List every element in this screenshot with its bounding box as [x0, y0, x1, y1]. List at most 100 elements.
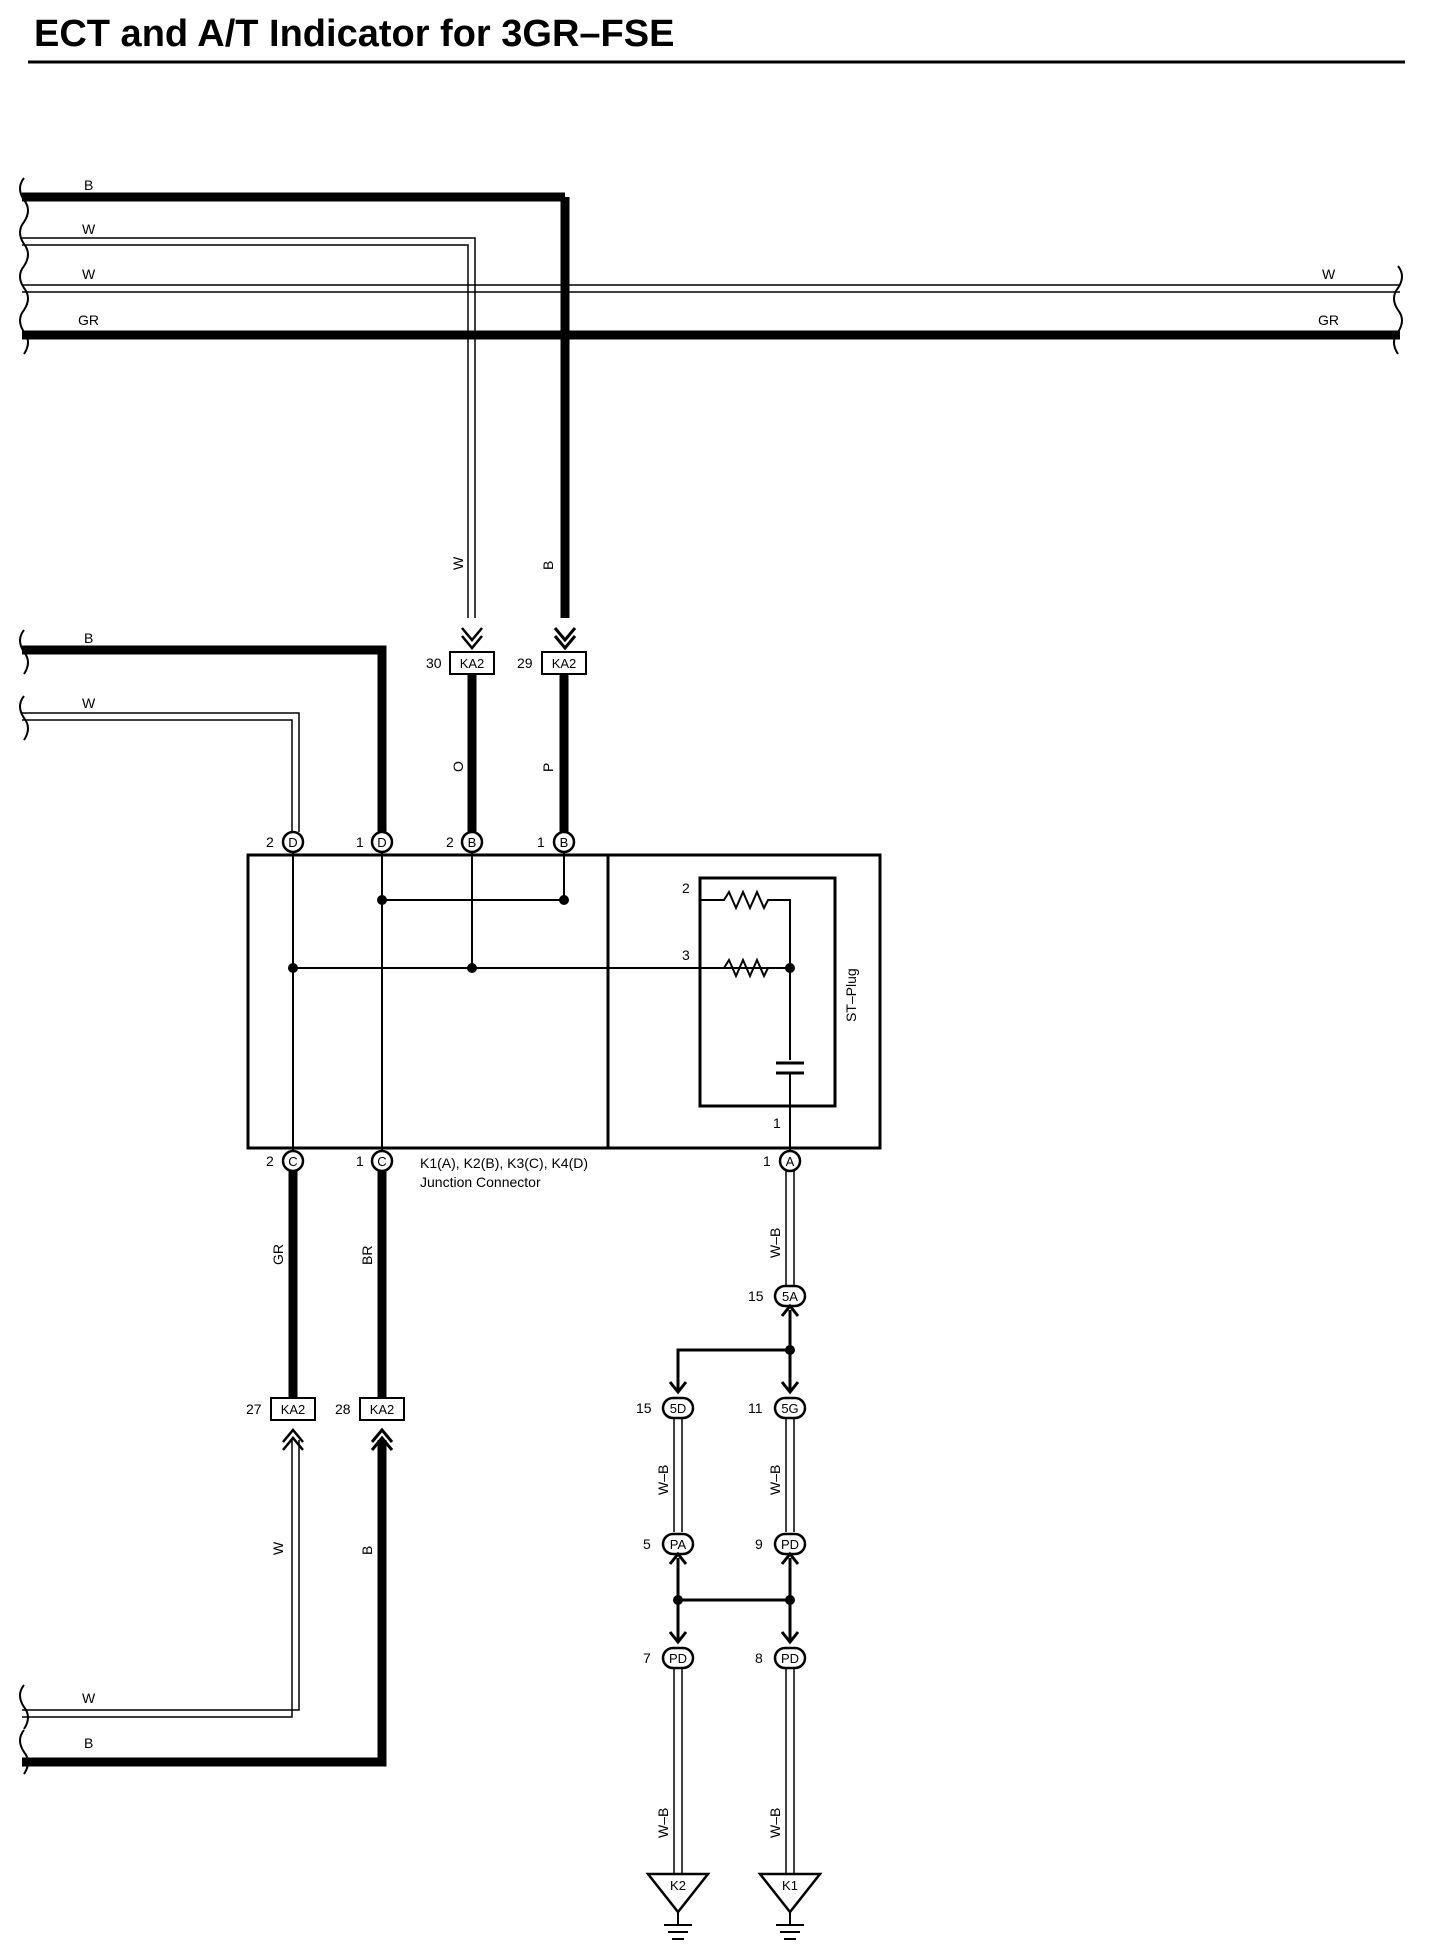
wire-wb-right: [785, 1418, 795, 1532]
arrow-up-icon: [370, 1427, 394, 1451]
connector-5g: 5G: [773, 1396, 807, 1420]
capacitor-icon: [776, 1061, 804, 1075]
svg-text:PD: PD: [781, 1651, 799, 1666]
junction-dot: [785, 963, 795, 973]
junction-dot: [288, 963, 298, 973]
wire-label-vert-b: B: [540, 561, 556, 570]
pin-num-2: 2: [682, 880, 690, 896]
wire-label-wb: W–B: [767, 1808, 783, 1838]
svg-text:K1: K1: [782, 1878, 798, 1893]
pin-c-2: C: [281, 1149, 305, 1173]
arrow-up-icon: [780, 1551, 800, 1565]
svg-text:B: B: [560, 835, 569, 850]
junction-dot: [785, 1345, 795, 1355]
pin-b-1: B: [552, 830, 576, 854]
pin-27: 27: [246, 1401, 262, 1417]
wire-wb-left: [673, 1418, 683, 1532]
connector-pd-9: PD: [773, 1532, 807, 1556]
arrow-down-icon: [668, 1631, 688, 1645]
svg-text:C: C: [288, 1154, 297, 1169]
junction-dot: [785, 1595, 795, 1605]
svg-text:PD: PD: [669, 1651, 687, 1666]
pin-c-1: C: [370, 1149, 394, 1173]
svg-text:5G: 5G: [781, 1401, 798, 1416]
wire-label-right-w: W: [1322, 266, 1336, 282]
connector-pd-8: PD: [773, 1646, 807, 1670]
wire-label-right-gr: GR: [1318, 312, 1339, 328]
svg-text:5A: 5A: [782, 1289, 798, 1304]
arrow-down-icon: [780, 1631, 800, 1645]
pin-11: 11: [748, 1400, 763, 1416]
arrow-up-icon: [668, 1551, 688, 1565]
pin-d-2: D: [281, 830, 305, 854]
arrow-up-icon: [780, 1303, 800, 1317]
wire-mid-w: [22, 712, 300, 832]
pin-num-1: 1: [763, 1153, 771, 1169]
arrow-up-icon: [282, 1428, 304, 1451]
svg-text:D: D: [377, 835, 386, 850]
junction-dot: [673, 1595, 683, 1605]
svg-text:C: C: [377, 1154, 386, 1169]
pin-a-1: A: [778, 1149, 802, 1173]
connector-pd-7: PD: [661, 1646, 695, 1670]
pin-num-2: 2: [266, 1153, 274, 1169]
pin-29: 29: [517, 655, 533, 671]
page-title: ECT and A/T Indicator for 3GR–FSE: [34, 13, 674, 55]
connector-5a: 5A: [773, 1284, 807, 1308]
pin-num-1: 1: [356, 834, 364, 850]
wire-label-vert-w: W: [450, 556, 466, 570]
ka2-29-label: KA2: [552, 656, 577, 671]
st-plug-box: [698, 876, 837, 1108]
pin-15: 15: [748, 1288, 764, 1304]
pin-d-1: D: [370, 830, 394, 854]
arrow-down-icon: [461, 627, 483, 650]
wire-label-top-w1: W: [82, 221, 96, 237]
wire-label-lower-w: W: [270, 1541, 286, 1555]
pin-num-2: 2: [446, 834, 454, 850]
wire-mid-b: [22, 645, 387, 832]
pin-num-1: 1: [537, 834, 545, 850]
wire-label-wb: W–B: [767, 1228, 783, 1258]
ka2-30-label: KA2: [460, 656, 485, 671]
junction-dot: [377, 895, 387, 905]
wire-label-bot-b: B: [84, 1735, 93, 1751]
pin-num-2: 2: [266, 834, 274, 850]
arrow-down-icon: [668, 1381, 688, 1395]
resistor-icon: [700, 889, 791, 1060]
connector-5d: 5D: [661, 1396, 695, 1420]
wire-top-w2: [22, 284, 1400, 293]
junction-dot: [467, 963, 477, 973]
wire-lower-b: [22, 1440, 387, 1767]
svg-text:PA: PA: [670, 1537, 687, 1552]
pin-9: 9: [755, 1536, 763, 1552]
arrow-down-icon: [553, 627, 577, 651]
pin-5: 5: [643, 1536, 651, 1552]
svg-text:5D: 5D: [670, 1401, 687, 1416]
pin-8: 8: [755, 1650, 763, 1666]
junction-dot: [559, 895, 569, 905]
wire-label-br: BR: [359, 1246, 375, 1265]
wire-split-left: [676, 1348, 790, 1390]
resistor-icon: [700, 957, 790, 979]
wire-label-gr: GR: [270, 1244, 286, 1265]
wire-label-o: O: [450, 761, 466, 772]
svg-text:B: B: [468, 835, 477, 850]
junction-connector-name: K1(A), K2(B), K3(C), K4(D): [420, 1155, 588, 1171]
pin-15: 15: [636, 1400, 652, 1416]
wire-label-wb: W–B: [655, 1808, 671, 1838]
pin-num-3: 3: [682, 947, 690, 963]
svg-text:K2: K2: [670, 1878, 686, 1893]
st-plug-label: ST–Plug: [843, 968, 859, 1022]
wire-label-mid-w: W: [82, 695, 96, 711]
ka2-connector-28: [359, 1397, 405, 1421]
wire-top-w1: [22, 237, 476, 618]
ground-k2: K2: [645, 1872, 711, 1940]
junction-connector-desc: Junction Connector: [420, 1174, 541, 1190]
wire-wb-ground-left: [673, 1668, 683, 1875]
pin-7: 7: [643, 1650, 651, 1666]
svg-text:D: D: [288, 835, 297, 850]
wire-label-top-b: B: [84, 177, 93, 193]
wire-label-wb: W–B: [655, 1465, 671, 1495]
wire-label-p: P: [540, 763, 556, 772]
